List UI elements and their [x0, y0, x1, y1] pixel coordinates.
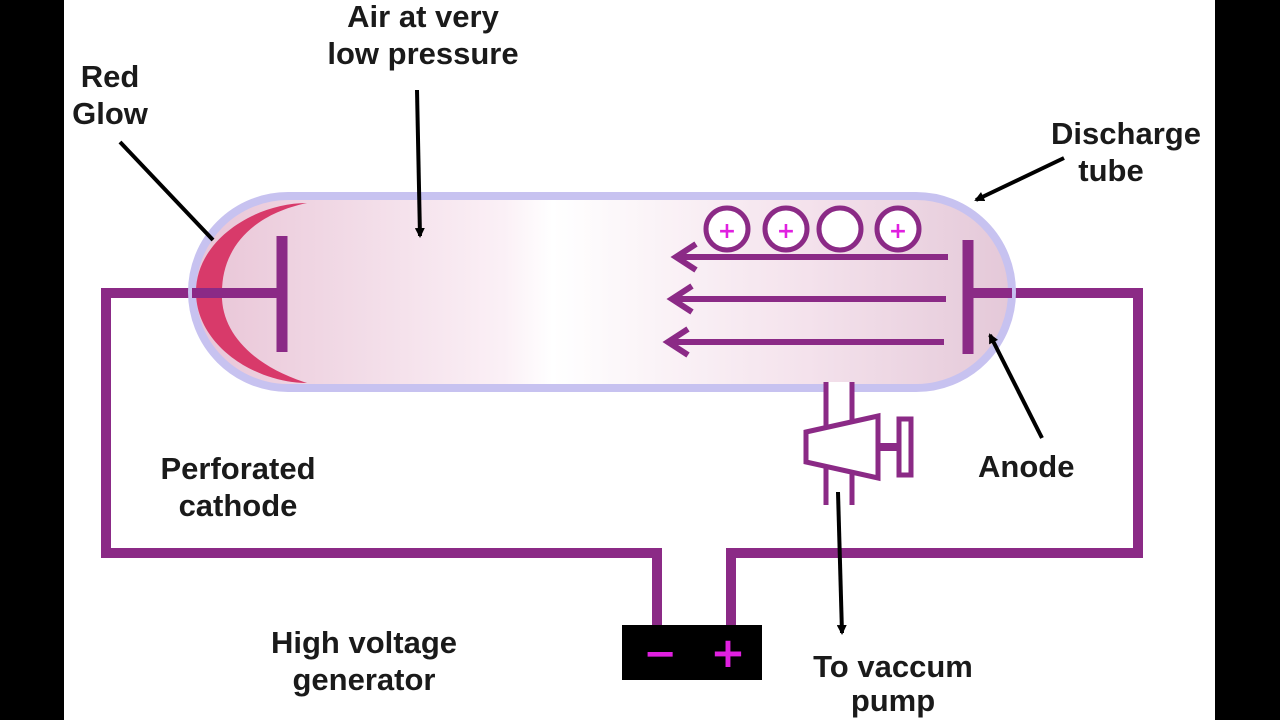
anode-rays [662, 241, 948, 358]
red-glow-label: Red Glow [62, 58, 158, 132]
high-voltage-generator-label: High voltage generator [244, 624, 484, 698]
battery-negative-sign: − [643, 631, 677, 677]
red-glow-label-line-2: Glow [72, 96, 148, 131]
air-pressure-label-line-1: Air at very [347, 0, 499, 34]
air-pointer-arrow [414, 89, 425, 238]
circuit-wire-left [101, 288, 662, 625]
red-glow-pointer-line [118, 140, 215, 242]
high-voltage-battery [622, 625, 762, 680]
anode-pointer-arrow [988, 333, 1044, 439]
discharge-tube-label-line-1: Discharge [1051, 116, 1201, 151]
pump-pointer-arrow [836, 491, 847, 635]
ion-2-sign: + [777, 219, 795, 244]
ion-4 [874, 205, 922, 253]
air-pressure-label-line-2: low pressure [327, 36, 519, 71]
red-glow-label-line-1: Red [80, 59, 140, 94]
discharge-tube-label: Discharge tube [1036, 115, 1216, 189]
ion-4-sign: + [889, 219, 907, 244]
vacuum-pump-label-line-1: To vaccum [813, 649, 973, 684]
red-glow [196, 203, 307, 383]
ion-1 [703, 205, 751, 253]
perforated-cathode-label-line-1: Perforated [160, 451, 316, 486]
discharge-tube-label-line-2: tube [1078, 153, 1144, 188]
battery-positive-sign: + [710, 628, 745, 677]
air-pressure-label: Air at very low pressure [298, 0, 548, 72]
vacuum-pump-label: To vaccum pump [790, 650, 996, 718]
vacuum-stopcock [803, 382, 914, 505]
perforated-cathode-label: Perforated cathode [138, 450, 338, 524]
anode-label: Anode [978, 449, 1075, 484]
tube-pointer-arrow [974, 156, 1065, 202]
perforated-cathode-label-line-2: cathode [178, 488, 298, 523]
high-voltage-generator-label-line-1: High voltage [270, 625, 457, 660]
high-voltage-generator-label-line-2: generator [292, 662, 436, 697]
ion-3 [816, 205, 864, 253]
vacuum-pump-label-line-2: pump [850, 683, 936, 718]
circuit-wire-right [726, 288, 1143, 625]
ion-1-sign: + [718, 219, 736, 244]
positive-ions: + + + [703, 205, 922, 253]
ion-2 [762, 205, 810, 253]
